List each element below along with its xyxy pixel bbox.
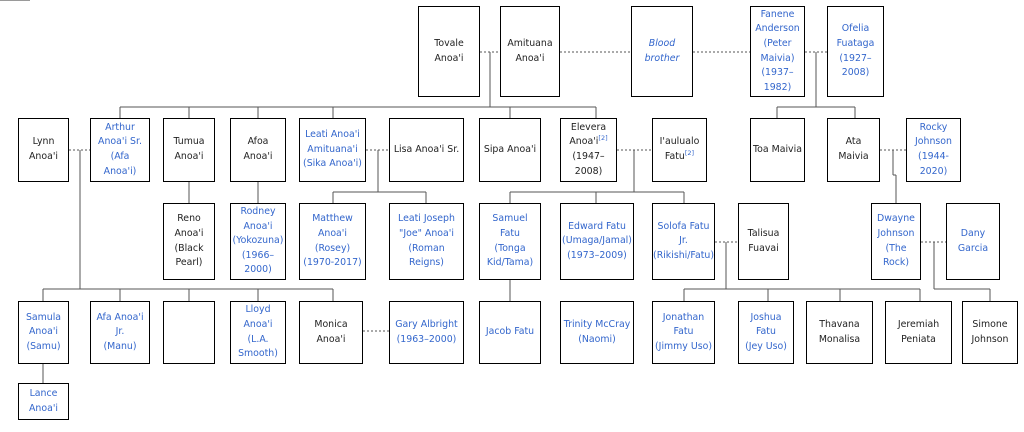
elevera-dates: (1947–2008) [572, 151, 605, 177]
person-jeremiah-peniata: Jeremiah Peniata [885, 301, 952, 364]
person-gary-albright[interactable]: Gary Albright (1963–2000) [389, 301, 464, 364]
person-unnamed [163, 301, 215, 364]
person-lynn-anoai: Lynn Anoa'i [18, 118, 69, 182]
person-joshua-fatu[interactable]: Joshua Fatu (Jey Uso) [738, 301, 794, 364]
person-toa-maivia: Toa Maivia [750, 118, 805, 182]
person-ofelia-fuataga[interactable]: Ofelia Fuataga (1927– 2008) [827, 6, 884, 97]
citation-link[interactable]: [2] [598, 134, 608, 143]
person-ata-maivia: Ata Maivia [827, 118, 880, 182]
person-afoa-anoai: Afoa Anoa'i [230, 118, 286, 182]
person-thavana-monalisa: Thavana Monalisa [806, 301, 873, 364]
person-matthew-anoai[interactable]: Matthew Anoa'i (Rosey) (1970-2017) [299, 203, 366, 280]
person-iaulualo-fatu: I'aulualo Fatu[2] [652, 118, 707, 182]
person-dany-garcia[interactable]: Dany Garcia [946, 203, 1000, 280]
person-leati-anoai-amituanai[interactable]: Leati Anoa'i Amituana'i (Sika Anoa'i) [299, 118, 366, 182]
person-monica-anoai: Monica Anoa'i [299, 301, 363, 364]
person-talisua-fuavai: Talisua Fuavai [738, 203, 789, 280]
person-trinity-mccray[interactable]: Trinity McCray (Naomi) [560, 301, 634, 364]
person-simone-johnson: Simone Johnson [962, 301, 1018, 364]
elevera-name: Elevera Anoa'i [569, 121, 607, 148]
header-divider [0, 0, 30, 1]
person-lance-anoai[interactable]: Lance Anoa'i [18, 383, 69, 420]
person-elevera-anoai: Elevera Anoa'i[2] (1947–2008) [560, 118, 617, 182]
person-blood-brother[interactable]: Blood brother [631, 6, 693, 97]
person-jonathan-fatu[interactable]: Jonathan Fatu (Jimmy Uso) [652, 301, 715, 364]
person-afa-anoai-jr[interactable]: Afa Anoa'i Jr. (Manu) [90, 301, 150, 364]
iaulualo-name: I'aulualo Fatu [659, 136, 700, 162]
person-reno-anoai: Reno Anoa'i (Black Pearl) [163, 203, 215, 280]
person-samuel-fatu[interactable]: Samuel Fatu (Tonga Kid/Tama) [479, 203, 541, 280]
person-lisa-anoai-sr: Lisa Anoa'i Sr. [389, 118, 464, 182]
person-jacob-fatu[interactable]: Jacob Fatu [479, 301, 541, 364]
person-samula-anoai[interactable]: Samula Anoa'i (Samu) [18, 301, 69, 364]
person-sipa-anoai: Sipa Anoa'i [479, 118, 541, 182]
person-dwayne-johnson[interactable]: Dwayne Johnson (The Rock) [871, 203, 921, 280]
person-lloyd-anoai[interactable]: Lloyd Anoa'i (L.A. Smooth) [230, 301, 286, 364]
person-tumua-anoai: Tumua Anoa'i [163, 118, 215, 182]
person-arthur-anoai-sr[interactable]: Arthur Anoa'i Sr. (Afa Anoa'i) [90, 118, 150, 182]
person-leati-joseph-anoai[interactable]: Leati Joseph "Joe" Anoa'i (Roman Reigns) [389, 203, 464, 280]
person-tovale-anoai: Tovale Anoa'i [418, 6, 480, 97]
person-solofa-fatu-jr[interactable]: Solofa Fatu Jr. (Rikishi/Fatu) [652, 203, 715, 280]
citation-link[interactable]: [2] [684, 148, 695, 157]
person-rocky-johnson[interactable]: Rocky Johnson (1944- 2020) [906, 118, 961, 182]
person-rodney-anoai[interactable]: Rodney Anoa'i (Yokozuna) (1966– 2000) [230, 203, 286, 280]
person-edward-fatu[interactable]: Edward Fatu (Umaga/Jamal) (1973–2009) [560, 203, 634, 280]
person-amituana-anoai: Amituana Anoa'i [500, 6, 560, 97]
person-fanene-anderson[interactable]: Fanene Anderson (Peter Maivia) (1937– 19… [750, 6, 805, 97]
